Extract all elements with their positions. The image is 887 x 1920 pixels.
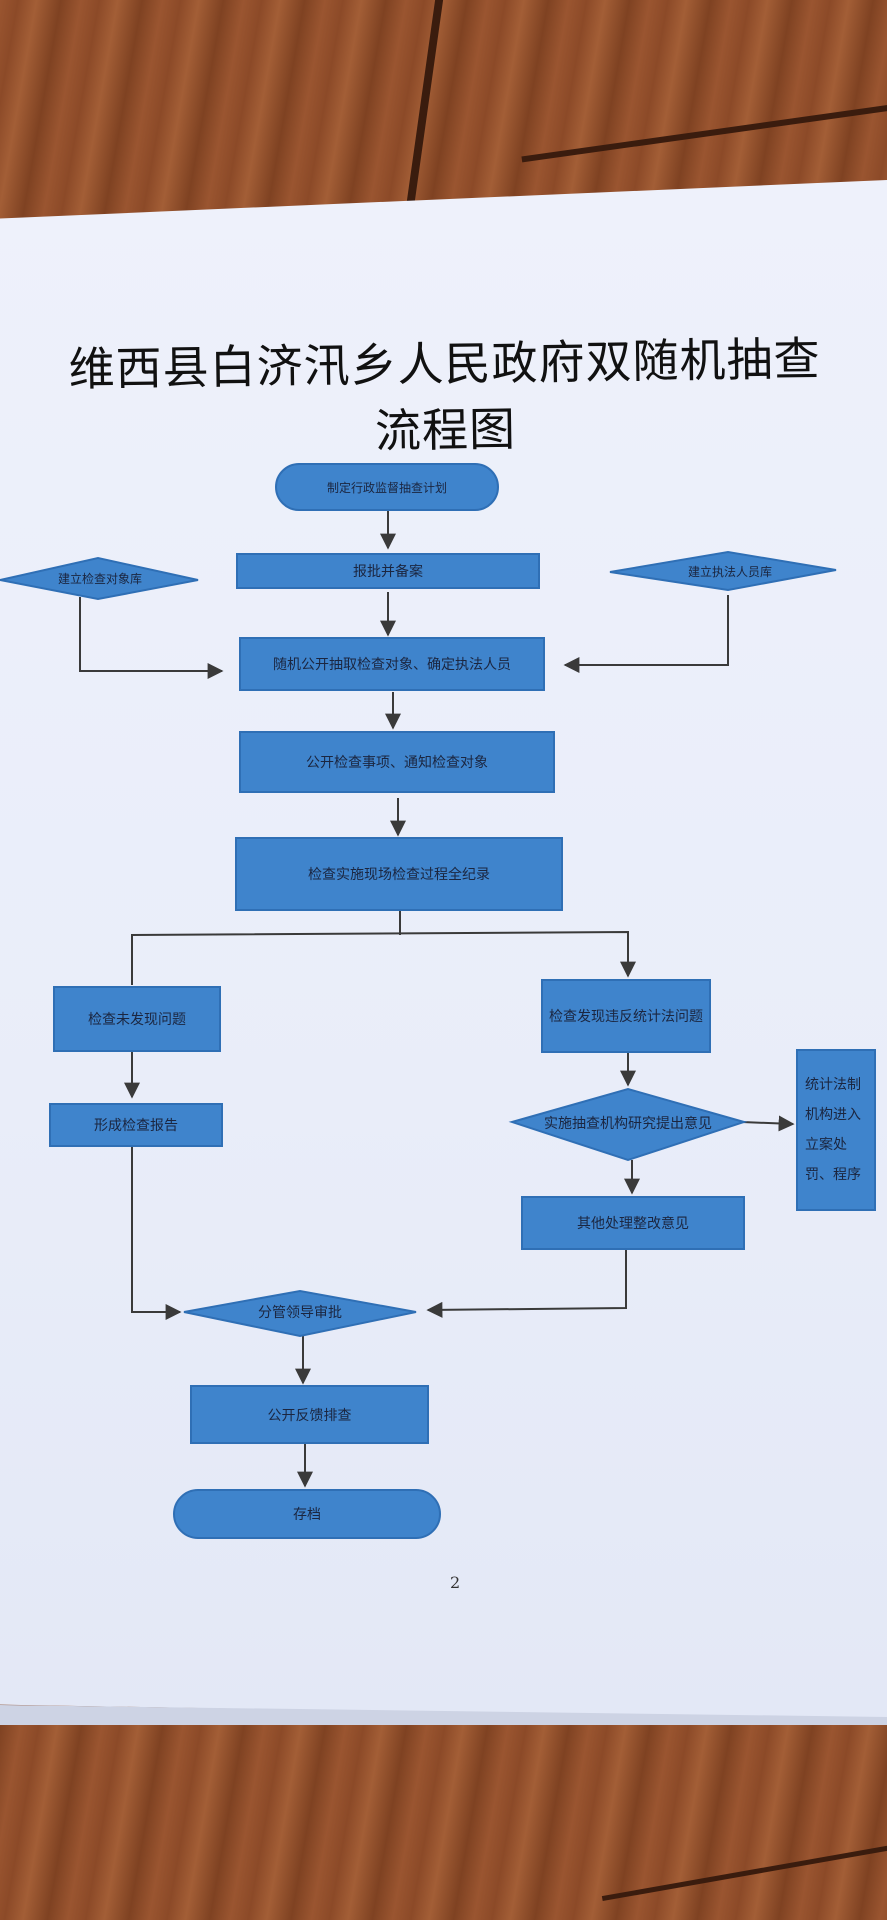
start-node (275, 463, 499, 511)
start-label: 制定行政监督抽查计划 (326, 480, 447, 495)
feedback-label: 公开反馈排查 (267, 1407, 352, 1424)
connector (426, 1248, 627, 1318)
report-node (236, 553, 540, 589)
connector (131, 930, 636, 985)
no-issue-node (53, 986, 221, 1052)
staff-database-node (609, 550, 837, 592)
opinion-label: 实施抽查机构研究提出意见 (544, 1116, 712, 1132)
approve-decision-node (183, 1289, 417, 1338)
page-number: 2 (450, 1573, 461, 1592)
report-form-node (49, 1103, 223, 1147)
approve-label: 分管领导审批 (258, 1305, 342, 1321)
object-database-label: 建立检查对象库 (57, 571, 142, 586)
legal-process-node (796, 1049, 876, 1211)
connector (741, 1115, 795, 1132)
archive-node (173, 1489, 441, 1539)
issue-label: 检查发现违反统计法问题 (549, 1009, 703, 1025)
connector (79, 597, 224, 679)
archive-label: 存档 (293, 1507, 321, 1523)
report-label: 报批并备案 (353, 564, 423, 580)
inspect-label: 检查实施现场检查过程全纪录 (308, 867, 490, 883)
feedback-node (190, 1385, 429, 1444)
object-database-node (0, 556, 199, 601)
issue-node (541, 979, 711, 1053)
other-opinion-label: 其他处理整改意见 (577, 1216, 689, 1232)
random-select-node (239, 637, 545, 691)
opinion-decision-node (508, 1087, 748, 1162)
publish-label: 公开检查事项、通知检查对象 (306, 755, 488, 771)
paper-sheet (0, 180, 887, 1720)
connector (563, 595, 729, 673)
other-opinion-node (521, 1196, 745, 1250)
legal-process-label: 统计法制机构进入立案处罚、程序 (805, 1077, 861, 1183)
inspect-node (235, 837, 563, 911)
random-select-label: 随机公开抽取检查对象、确定执法人员 (273, 657, 511, 673)
publish-node (239, 731, 555, 793)
report-form-label: 形成检查报告 (94, 1118, 178, 1134)
connector (131, 1145, 182, 1320)
no-issue-label: 检查未发现问题 (88, 1012, 186, 1028)
staff-database-label: 建立执法人员库 (687, 564, 772, 579)
